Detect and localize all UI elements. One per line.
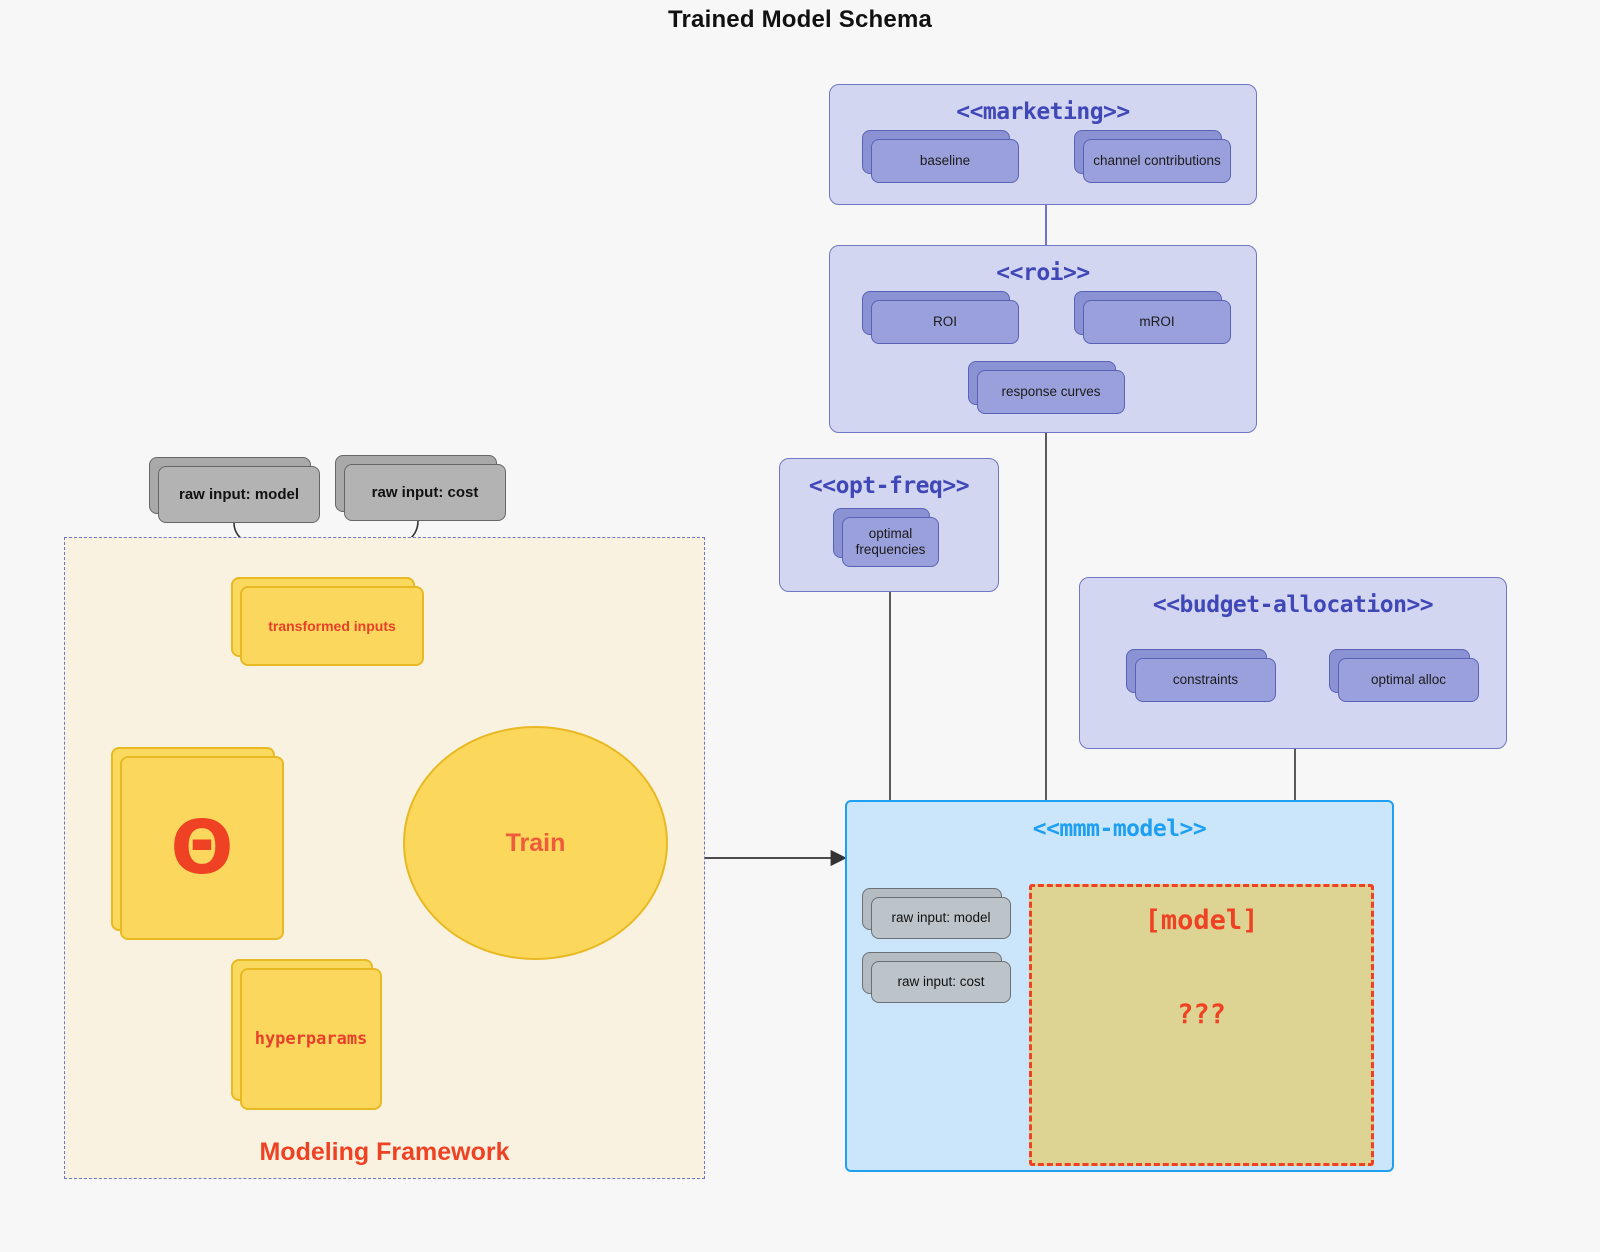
train-ellipse[interactable]: Train: [403, 726, 668, 960]
package-opt-freq[interactable]: <<opt-freq>> optimal frequencies: [779, 458, 999, 592]
node-roi-label: ROI: [871, 300, 1019, 344]
package-opt-freq-title: <<opt-freq>>: [808, 473, 970, 499]
page-title: Trained Model Schema: [667, 6, 933, 33]
node-optimal-frequencies-line1: optimal: [868, 526, 913, 542]
mmm-raw-input-cost[interactable]: raw input: cost: [862, 952, 1011, 1003]
model-placeholder-box[interactable]: [model] ???: [1029, 884, 1374, 1166]
node-optimal-frequencies-label: optimal frequencies: [842, 517, 939, 567]
raw-input-cost-label: raw input: cost: [344, 464, 506, 521]
mmm-raw-input-cost-label: raw input: cost: [871, 961, 1011, 1003]
transformed-inputs-label: transformed inputs: [240, 586, 424, 666]
node-optimal-alloc[interactable]: optimal alloc: [1329, 649, 1479, 702]
node-optimal-frequencies-line2: frequencies: [855, 542, 926, 557]
hyperparams-card[interactable]: hyperparams: [231, 959, 382, 1110]
node-baseline-label: baseline: [871, 139, 1019, 183]
modeling-framework-label: Modeling Framework: [259, 1138, 510, 1166]
node-constraints-label: constraints: [1135, 658, 1276, 702]
theta-card[interactable]: Θ: [111, 747, 284, 940]
transformed-inputs-card[interactable]: transformed inputs: [231, 577, 424, 666]
node-response-curves-label: response curves: [977, 370, 1125, 414]
mmm-raw-input-model-label: raw input: model: [871, 897, 1011, 939]
package-mmm-model-title: <<mmm-model>>: [1032, 816, 1207, 842]
node-constraints[interactable]: constraints: [1126, 649, 1276, 702]
package-budget-allocation-title: <<budget-allocation>>: [1152, 592, 1434, 618]
package-mmm-model[interactable]: <<mmm-model>> raw input: model raw input…: [845, 800, 1394, 1172]
raw-input-cost-card[interactable]: raw input: cost: [335, 455, 506, 521]
raw-input-model-card[interactable]: raw input: model: [149, 457, 320, 523]
model-placeholder-title: [model]: [1144, 905, 1259, 936]
model-placeholder-body: ???: [1177, 999, 1226, 1030]
node-mroi[interactable]: mROI: [1074, 291, 1231, 344]
package-marketing-title: <<marketing>>: [956, 99, 1130, 125]
node-roi[interactable]: ROI: [862, 291, 1019, 344]
package-roi[interactable]: <<roi>> ROI mROI response curves: [829, 245, 1257, 433]
node-optimal-frequencies[interactable]: optimal frequencies: [833, 508, 939, 567]
node-baseline[interactable]: baseline: [862, 130, 1019, 183]
mmm-raw-input-model[interactable]: raw input: model: [862, 888, 1011, 939]
theta-front: Θ: [120, 756, 284, 940]
node-channel-contributions[interactable]: channel contributions: [1074, 130, 1231, 183]
package-roi-title: <<roi>>: [996, 260, 1090, 286]
node-mroi-label: mROI: [1083, 300, 1231, 344]
package-marketing[interactable]: <<marketing>> baseline channel contribut…: [829, 84, 1257, 205]
node-response-curves[interactable]: response curves: [968, 361, 1125, 414]
node-channel-contributions-label: channel contributions: [1083, 139, 1231, 183]
theta-symbol-icon: Θ: [170, 805, 234, 891]
train-label: Train: [505, 828, 566, 857]
hyperparams-label: hyperparams: [240, 968, 382, 1110]
node-optimal-alloc-label: optimal alloc: [1338, 658, 1479, 702]
package-budget-allocation[interactable]: <<budget-allocation>> constraints optima…: [1079, 577, 1507, 749]
raw-input-model-label: raw input: model: [158, 466, 320, 523]
